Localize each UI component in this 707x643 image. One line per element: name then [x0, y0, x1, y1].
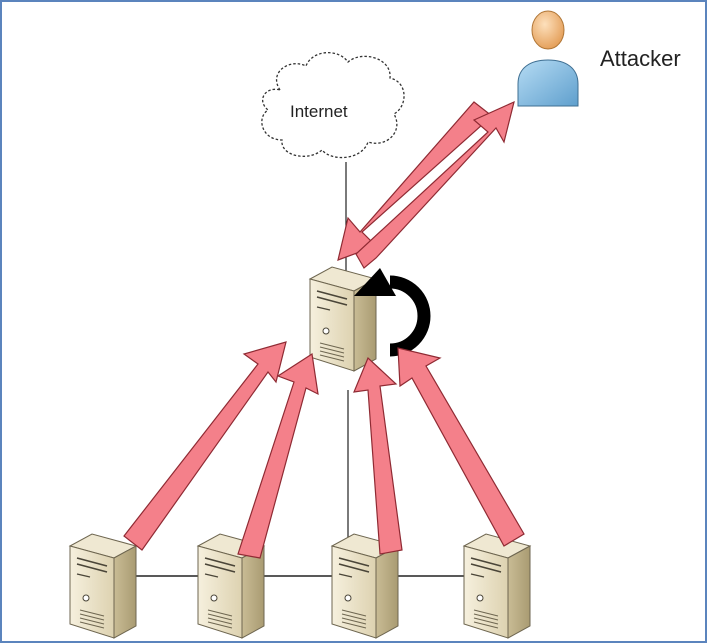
upload-arrow-4 [397, 347, 525, 547]
server-icon-4 [463, 533, 531, 639]
circular-arrow-icon [354, 268, 431, 357]
internet-cloud-label: Internet [290, 102, 348, 121]
server-icon-1 [69, 533, 137, 639]
user-icon [517, 10, 579, 107]
upload-arrow-1 [123, 341, 287, 551]
upload-arrow-2 [237, 352, 319, 559]
upload-arrow-3 [353, 356, 403, 555]
cloud-icon [261, 52, 405, 159]
gateway-server-icon [309, 266, 377, 372]
outbound-exfil-arrow [355, 100, 515, 269]
attacker-label: Attacker [600, 46, 681, 71]
